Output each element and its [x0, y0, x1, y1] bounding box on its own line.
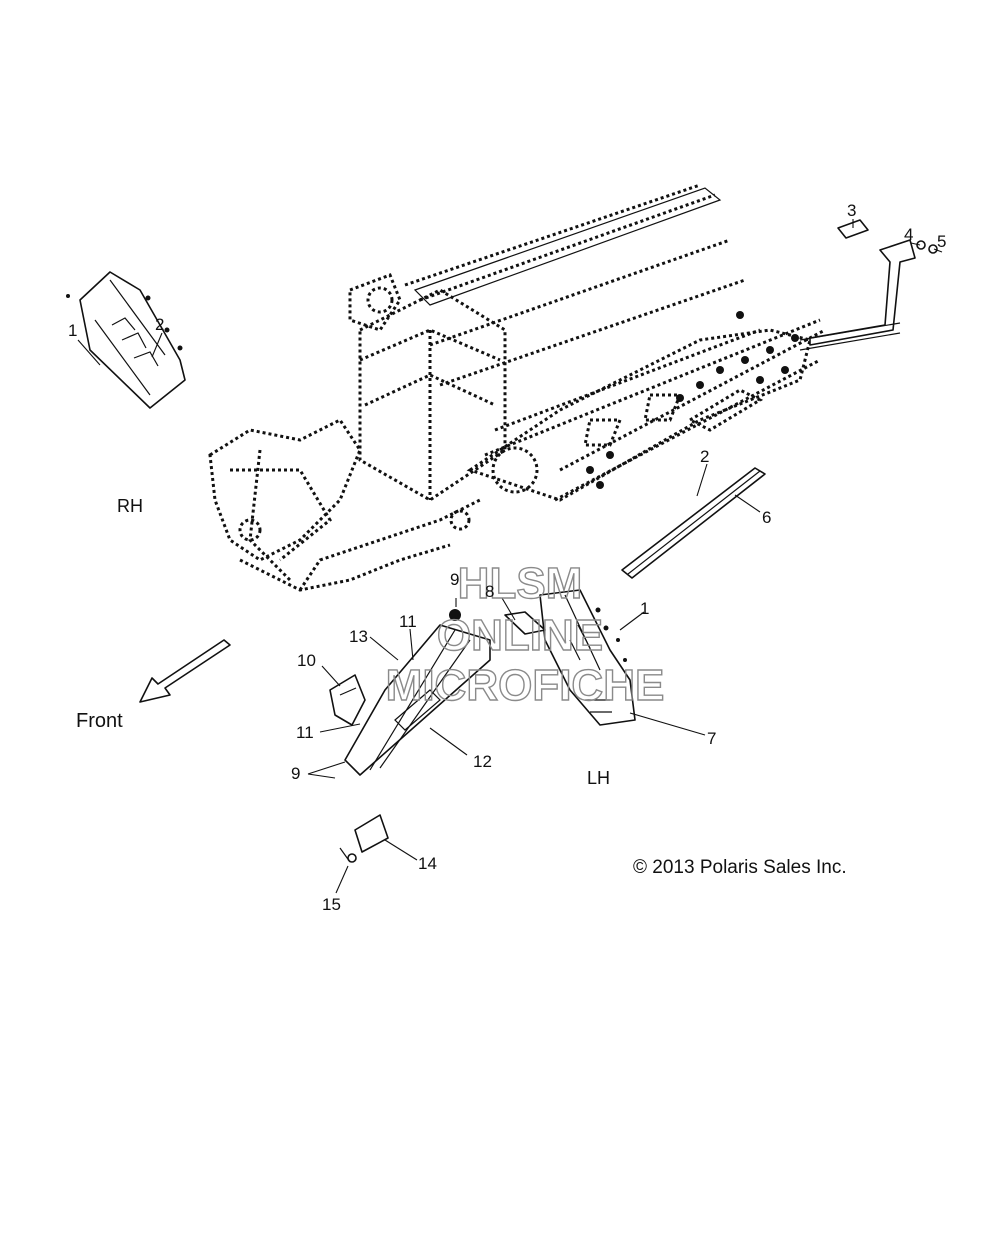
callout-6: 6	[762, 508, 771, 527]
part-8-bracket	[504, 611, 546, 635]
callout-11a: 11	[399, 612, 417, 631]
part-15-bolt	[339, 847, 357, 863]
callout-15: 15	[322, 895, 341, 914]
callout-2: 2	[155, 315, 164, 334]
callout-5: 5	[937, 232, 946, 251]
part-7-lh-plate	[539, 589, 636, 726]
part-14-bracket	[354, 814, 389, 853]
part-1-rh-plate	[66, 271, 186, 409]
lh-label: LH	[587, 768, 610, 788]
svg-text:MICROFICHE: MICROFICHE	[386, 661, 665, 710]
copyright-text: © 2013 Polaris Sales Inc.	[633, 857, 847, 878]
callout-10: 10	[297, 651, 316, 670]
callout-13: 13	[349, 627, 368, 646]
callout-12: 12	[473, 752, 492, 771]
callout-9b: 9	[291, 764, 300, 783]
tunnel-holes	[586, 311, 799, 489]
part-5-nut	[928, 244, 938, 254]
callout-2b: 2	[700, 447, 709, 466]
part-4-washer	[916, 240, 926, 250]
leader-lines	[77, 219, 943, 894]
callout-3: 3	[847, 201, 856, 220]
rear-bumper-rail	[799, 239, 916, 351]
part-12-footrest	[344, 609, 491, 776]
callout-8: 8	[485, 582, 494, 601]
part-10-plate	[329, 674, 366, 726]
callout-labels: 1 2 3 4 5 2 6 8 9 1 13 11 10 11 9 12 7 1…	[68, 201, 946, 914]
watermark: HLSM ONLINE MICROFICHE	[385, 558, 665, 710]
callout-4: 4	[904, 225, 913, 244]
callout-9a: 9	[450, 570, 459, 589]
front-label: Front	[76, 710, 123, 732]
callout-1b: 1	[640, 599, 649, 618]
callout-7: 7	[707, 729, 716, 748]
rh-label: RH	[117, 496, 143, 516]
callout-14: 14	[418, 854, 437, 873]
chassis-frame	[208, 183, 826, 592]
svg-text:HLSM: HLSM	[458, 559, 583, 608]
front-arrow	[139, 639, 231, 703]
callout-1: 1	[68, 321, 77, 340]
part-6-strip	[621, 467, 766, 579]
callout-11b: 11	[296, 723, 314, 742]
svg-text:ONLINE: ONLINE	[437, 611, 603, 660]
